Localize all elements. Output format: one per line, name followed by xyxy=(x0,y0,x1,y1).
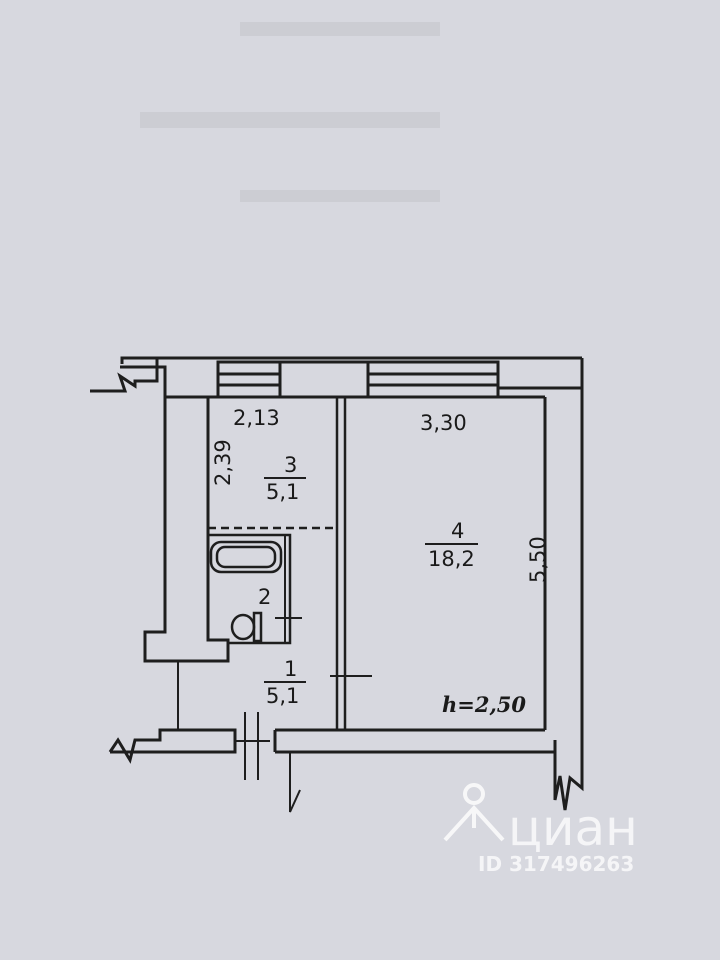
room1-number: 1 xyxy=(284,657,297,681)
ceiling-height-label: h=2,50 xyxy=(442,692,526,717)
toilet-icon xyxy=(230,611,263,643)
room4-area: 18,2 xyxy=(428,547,475,571)
watermark-brand: циан xyxy=(508,799,638,857)
room1-area: 5,1 xyxy=(266,684,299,708)
wall-break-top-left xyxy=(90,356,159,393)
room3-width-label: 2,13 xyxy=(233,406,280,430)
wall-break-bottom-left xyxy=(108,728,237,764)
window-3 xyxy=(366,360,500,399)
cian-logo-icon xyxy=(443,783,505,842)
room4-width-label: 3,30 xyxy=(420,411,467,435)
room3-area: 5,1 xyxy=(266,480,299,504)
walls xyxy=(90,356,584,813)
watermark-id: ID 317496263 xyxy=(478,852,634,876)
room3-number: 3 xyxy=(284,453,297,477)
room3-depth-label: 2,39 xyxy=(211,439,235,486)
faded-background-text xyxy=(140,22,440,202)
room2-number: 2 xyxy=(258,585,271,609)
room4-number: 4 xyxy=(451,519,464,543)
window-1 xyxy=(216,360,282,399)
cian-watermark: циан ID 317496263 xyxy=(443,783,638,876)
window-2 xyxy=(278,360,370,399)
bathtub-icon xyxy=(209,540,283,574)
room4-depth-label: 5,50 xyxy=(526,536,550,583)
